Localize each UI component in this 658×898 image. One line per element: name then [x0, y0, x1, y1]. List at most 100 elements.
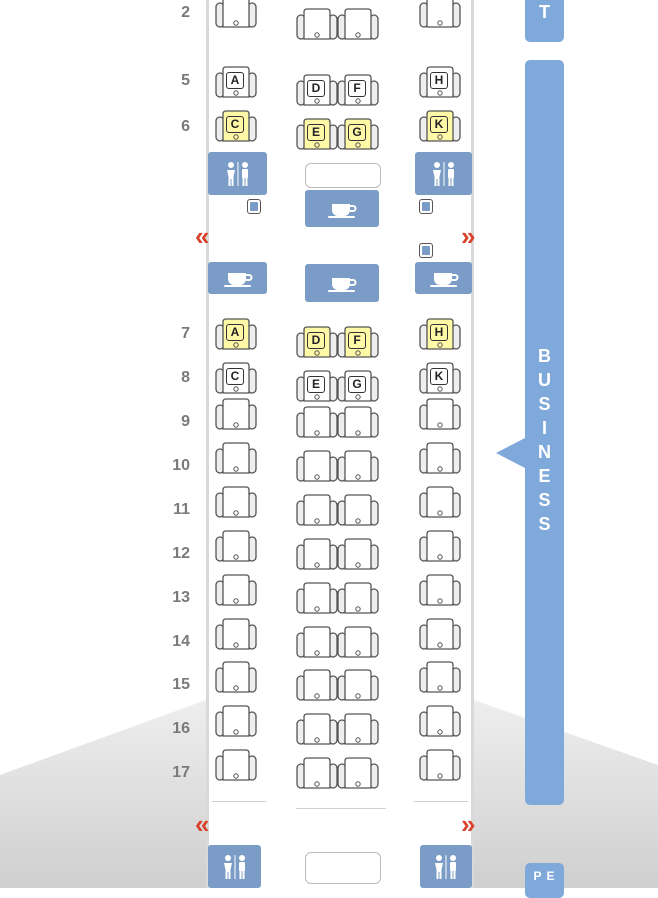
seat[interactable]: [337, 450, 383, 484]
seat[interactable]: [215, 573, 261, 608]
seat-8G[interactable]: G: [337, 370, 383, 404]
galley: [305, 264, 379, 302]
seat-7D[interactable]: D: [296, 326, 342, 360]
divider: [212, 801, 266, 802]
seat-label: C: [226, 116, 244, 133]
cabin-letter: E: [538, 466, 551, 486]
seat-label: A: [226, 72, 244, 89]
exit-arrow-icon: »: [461, 221, 476, 251]
seat[interactable]: [296, 494, 342, 528]
cabin-letter: B: [538, 346, 551, 366]
seat[interactable]: [337, 757, 383, 791]
seat[interactable]: [215, 530, 261, 564]
seat[interactable]: [337, 713, 383, 747]
seat-label: K: [430, 116, 448, 133]
seat[interactable]: [337, 625, 383, 660]
coffee-cup-icon: [328, 203, 357, 218]
seat-8E[interactable]: E: [296, 370, 342, 404]
row-number: 12: [172, 545, 190, 562]
seat[interactable]: [296, 757, 342, 791]
divider: [296, 808, 386, 809]
seat[interactable]: [296, 406, 342, 440]
seat-8K[interactable]: K: [419, 362, 465, 396]
seat[interactable]: [296, 581, 342, 616]
divider: [414, 801, 468, 802]
seat[interactable]: [215, 705, 261, 739]
seat[interactable]: [215, 661, 261, 695]
seat[interactable]: [215, 0, 261, 30]
seat-label: G: [348, 376, 366, 393]
seat[interactable]: [296, 538, 342, 572]
seat[interactable]: [419, 705, 465, 739]
seat[interactable]: [419, 573, 465, 608]
seat-7H[interactable]: H: [419, 318, 465, 352]
seat[interactable]: [337, 581, 383, 616]
seat-5D[interactable]: D: [296, 74, 342, 108]
row-number: 6: [181, 118, 190, 135]
seat[interactable]: [337, 669, 383, 703]
seat-label: E: [307, 124, 325, 141]
seat[interactable]: [296, 8, 342, 42]
seat[interactable]: [337, 406, 383, 440]
seat[interactable]: [337, 494, 383, 528]
seat[interactable]: [419, 530, 465, 564]
galley-counter: [305, 163, 381, 188]
seat-label: D: [307, 332, 325, 349]
seat[interactable]: [419, 442, 465, 476]
seat[interactable]: [419, 398, 465, 432]
seat[interactable]: [296, 450, 342, 484]
seat[interactable]: [215, 442, 261, 476]
lavatory: [420, 845, 472, 888]
seat-label: H: [430, 72, 448, 89]
seat[interactable]: [337, 8, 383, 42]
seat[interactable]: [337, 538, 383, 572]
seat-8C[interactable]: C: [215, 362, 261, 396]
seat[interactable]: [419, 617, 465, 652]
seat-5H[interactable]: H: [419, 66, 465, 100]
cabin-bar-top[interactable]: T: [525, 0, 564, 42]
seat-label: F: [348, 80, 366, 97]
seat[interactable]: [296, 713, 342, 747]
seat[interactable]: [296, 625, 342, 660]
lavatory-icon: [435, 854, 456, 879]
seat-7F[interactable]: F: [337, 326, 383, 360]
seat-6K[interactable]: K: [419, 110, 465, 144]
closet-icon: [419, 243, 433, 258]
seat-6E[interactable]: E: [296, 118, 342, 152]
row-number: 16: [172, 720, 190, 737]
lavatory-icon: [432, 161, 454, 186]
row-number: 5: [181, 72, 190, 89]
seat[interactable]: [215, 486, 261, 520]
row-number: 7: [181, 325, 190, 342]
seat-5F[interactable]: F: [337, 74, 383, 108]
seat-label: F: [348, 332, 366, 349]
cabin-letter: N: [538, 442, 551, 462]
row-number: 14: [172, 633, 190, 650]
row-number: 9: [181, 413, 190, 430]
right-wing: [474, 700, 658, 888]
seat-5A[interactable]: A: [215, 66, 261, 100]
left-wing: [0, 700, 206, 888]
cabin-bar-premium-economy[interactable]: P E: [525, 863, 564, 898]
seat[interactable]: [419, 749, 465, 783]
seat-label: C: [226, 368, 244, 385]
seat-7A[interactable]: A: [215, 318, 261, 352]
seat-6C[interactable]: C: [215, 110, 261, 144]
seat[interactable]: [296, 669, 342, 703]
lavatory-icon: [223, 854, 245, 879]
seat[interactable]: [215, 749, 261, 783]
seat[interactable]: [215, 617, 261, 652]
row-number: 11: [173, 501, 190, 518]
seat[interactable]: [215, 398, 261, 432]
coffee-cup-icon: [429, 273, 458, 287]
row-number: 10: [172, 457, 190, 474]
cabin-bar-business[interactable]: B U S I N E S S: [525, 60, 564, 805]
seat[interactable]: [419, 486, 465, 520]
cabin-letter: S: [538, 490, 551, 510]
cabin-letter: U: [538, 370, 551, 390]
seat[interactable]: [419, 661, 465, 695]
seat[interactable]: [419, 0, 465, 30]
seat-6G[interactable]: G: [337, 118, 383, 152]
coffee-cup-icon: [328, 278, 357, 292]
